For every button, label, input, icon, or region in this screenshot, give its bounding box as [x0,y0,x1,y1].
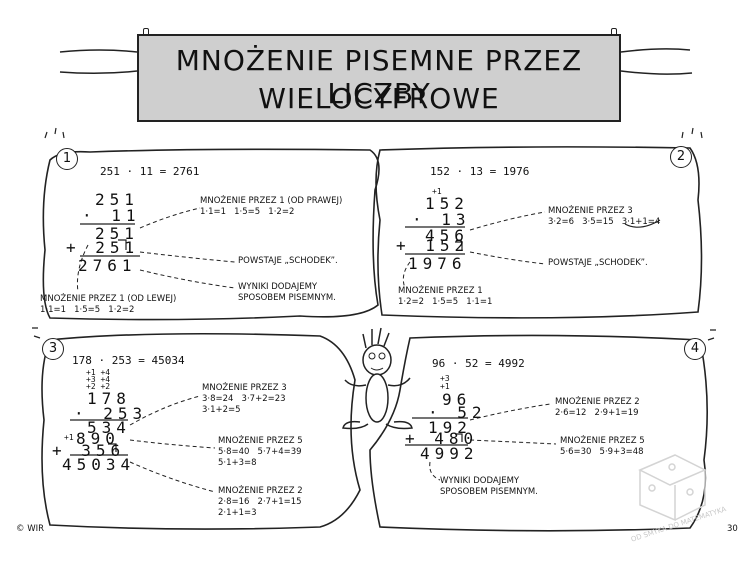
s2-row-2: · 13 [412,210,471,229]
s2-equation: 152 · 13 = 1976 [430,165,530,178]
s1-note-a: MNOŻENIE PRZEZ 1 (OD PRAWEJ) 1·1=1 1·5=5… [200,196,343,217]
s4-carry-2: +1 [440,382,450,391]
s3-note-a: MNOŻENIE PRZEZ 3 3·8=24 3·7+2=23 3·1+2=5 [202,383,287,415]
s4-equation: 96 · 52 = 4992 [432,357,525,370]
s1-note-c: WYNIKI DODAJEMY SPOSOBEM PISEMNYM. [238,282,336,303]
s3-note-c: MNOŻENIE PRZEZ 2 2·8=16 2·7+1=15 2·1+1=3 [218,486,303,518]
section-badge-1: 1 [56,148,78,170]
s3-carry-3: +2 +2 [86,382,111,391]
s4-row-4: + 480 [405,429,479,448]
s1-row-3: 251 [95,224,139,243]
s2-row-3: 456 [425,226,469,245]
section-badge-4: 4 [684,338,706,360]
s1-result: 2761 [78,256,137,275]
copyright: © WIR [16,524,45,534]
s1-equation: 251 · 11 = 2761 [100,165,200,178]
s3-carry-2: +3 +4 [86,375,111,384]
s1-row-4: + 251 [66,238,140,257]
page-title: MNOŻENIE PISEMNE PRZEZ LICZBY [175,44,583,110]
s4-row-1: 96 [442,390,472,409]
s2-row-4: + 152 [396,236,470,255]
s4-row-2: · 52 [428,403,487,422]
s4-row-3: 192 [428,418,472,437]
s2-carry: +1 [432,187,442,196]
s3-equation: 178 · 253 = 45034 [72,354,185,367]
s1-note-d: MNOŻENIE PRZEZ 1 (OD LEWEJ) 1·1=1 1·5=5 … [40,294,177,315]
page-number: 30 [727,524,738,534]
s1-row-1: 251 [95,190,139,209]
s3-row-1: 178 [87,389,131,408]
s4-note-c: WYNIKI DODAJEMY SPOSOBEM PISEMNYM. [440,476,538,497]
s2-note-a: MNOŻENIE PRZEZ 3 3·2=6 3·5=15 3·1+1=4 [548,206,661,227]
page-subtitle: WIELOCYFROWE [258,82,500,115]
s4-result: 4992 [420,444,479,463]
s1-row-2: · 11 [82,206,141,225]
s3-row-3: 534 [87,418,131,437]
s3-note-b: MNOŻENIE PRZEZ 5 5·8=40 5·7+4=39 5·1+3=8 [218,436,303,468]
s2-result: 1976 [408,254,467,273]
s3-row-4: 890 [76,429,120,448]
s2-note-c: MNOŻENIE PRZEZ 1 1·2=2 1·5=5 1·1=1 [398,286,493,307]
s4-note-b: MNOŻENIE PRZEZ 5 5·6=30 5·9+3=48 [560,436,645,457]
s3-result: 45034 [62,455,136,474]
section-badge-3: 3 [42,338,64,360]
s1-note-b: POWSTAJE „SCHODEK”. [238,256,338,266]
s2-row-1: 152 [425,194,469,213]
section-badge-2: 2 [670,146,692,168]
s3-row-5: + 356 [52,441,126,460]
title-banner: MNOŻENIE PISEMNE PRZEZ LICZBY WIELOCYFRO… [137,34,621,122]
s3-carry-1: +1 +4 [86,368,111,377]
s3-row-2: · 253 [74,404,148,423]
s3-carry-side: +1 [64,433,74,442]
s2-note-b: POWSTAJE „SCHODEK”. [548,258,648,268]
s4-carry-1: +3 [440,374,450,383]
s4-note-a: MNOŻENIE PRZEZ 2 2·6=12 2·9+1=19 [555,397,640,418]
